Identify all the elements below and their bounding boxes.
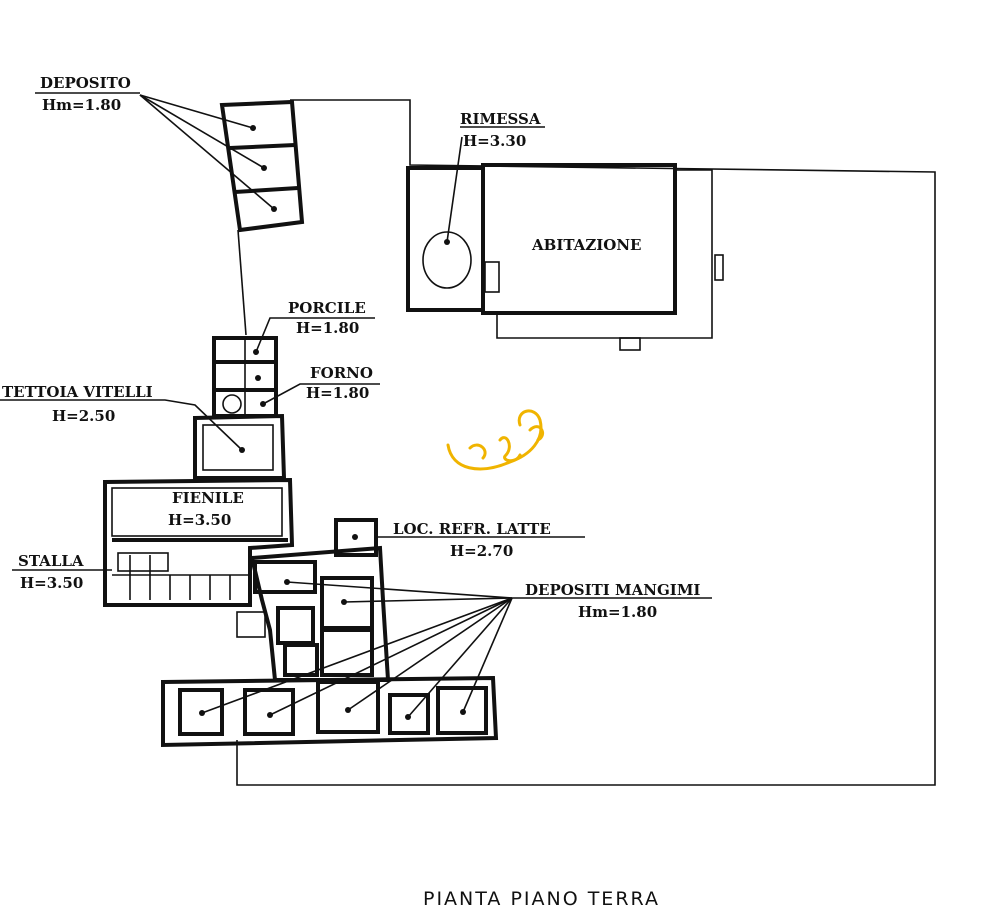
label-rimessa: RIMESSA	[460, 110, 541, 128]
label-mangimi-height: Hm=1.80	[578, 603, 657, 621]
abitazione-building	[406, 126, 724, 351]
label-abitazione: ABITAZIONE	[531, 236, 642, 254]
label-tettoia-vitelli: TETTOIA VITELLI	[2, 383, 153, 401]
label-rimessa-height: H=3.30	[463, 132, 526, 150]
label-depositi-mangimi: DEPOSITI MANGIMI	[525, 581, 700, 599]
label-fienile-height: H=3.50	[168, 511, 231, 529]
label-tettoia-height: H=2.50	[52, 407, 115, 425]
site-boundary	[236, 99, 936, 786]
label-stalla: STALLA	[18, 552, 84, 570]
central-buildings	[236, 518, 585, 682]
label-forno-height: H=1.80	[306, 384, 369, 402]
deposito-building	[35, 92, 305, 233]
label-porcile: PORCILE	[288, 299, 366, 317]
stalla-fienile-building	[12, 477, 295, 607]
label-porcile-height: H=1.80	[296, 319, 359, 337]
signature	[446, 409, 544, 471]
label-loc-refr-latte: LOC. REFR. LATTE	[393, 520, 551, 538]
label-stalla-height: H=3.50	[20, 574, 83, 592]
depositi-mangimi-building	[161, 581, 712, 748]
label-deposito-height: Hm=1.80	[42, 96, 121, 114]
porcile-forno-building	[0, 317, 380, 480]
label-fienile: FIENILE	[172, 489, 244, 507]
label-deposito: DEPOSITO	[40, 74, 131, 92]
label-forno: FORNO	[310, 364, 373, 382]
label-latte-height: H=2.70	[450, 542, 513, 560]
plan-title: PIANTA PIANO TERRA	[423, 888, 660, 910]
